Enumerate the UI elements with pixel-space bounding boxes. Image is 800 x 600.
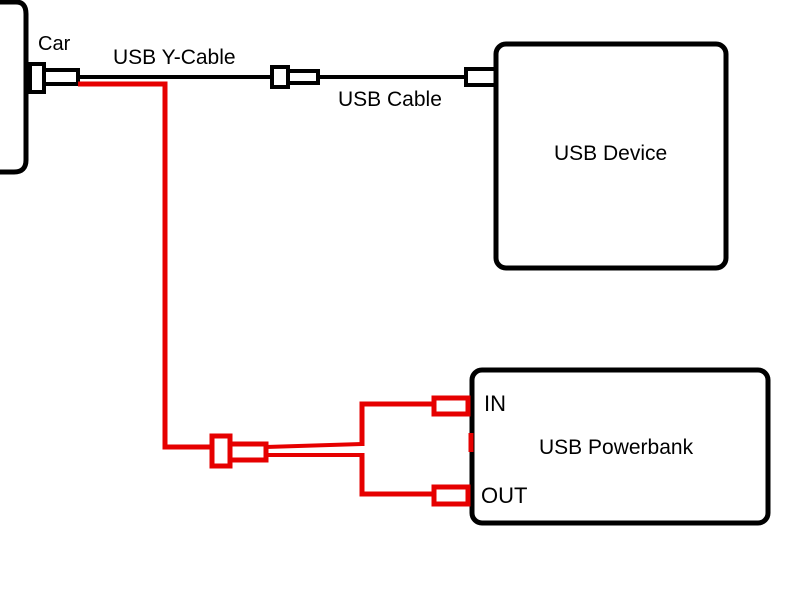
red-connector-male bbox=[227, 441, 269, 463]
usb-device-label: USB Device bbox=[554, 142, 667, 165]
cable-connector-female bbox=[270, 65, 290, 89]
out-port-label: OUT bbox=[481, 483, 527, 508]
red-connector-female bbox=[209, 433, 233, 469]
powerbank-label: USB Powerbank bbox=[539, 436, 694, 459]
usb-cable-label: USB Cable bbox=[338, 88, 442, 111]
y-cable-red-branch bbox=[78, 81, 212, 450]
car-usb-socket bbox=[28, 62, 46, 94]
car-outline bbox=[0, 0, 29, 175]
device-usb-plug bbox=[464, 67, 498, 87]
red-split-top-wire bbox=[265, 442, 363, 449]
red-wire-to-in bbox=[359, 401, 434, 446]
usb-device-box bbox=[493, 41, 729, 271]
cable-connector-male bbox=[286, 69, 320, 85]
powerbank-in-plug bbox=[431, 395, 471, 417]
in-port-label: IN bbox=[484, 391, 506, 416]
red-wire-to-out bbox=[359, 453, 434, 497]
car-label: Car bbox=[38, 33, 71, 55]
y-cable-label: USB Y-Cable bbox=[113, 46, 236, 69]
powerbank-out-plug bbox=[431, 484, 471, 507]
car-usb-plug bbox=[42, 68, 80, 86]
